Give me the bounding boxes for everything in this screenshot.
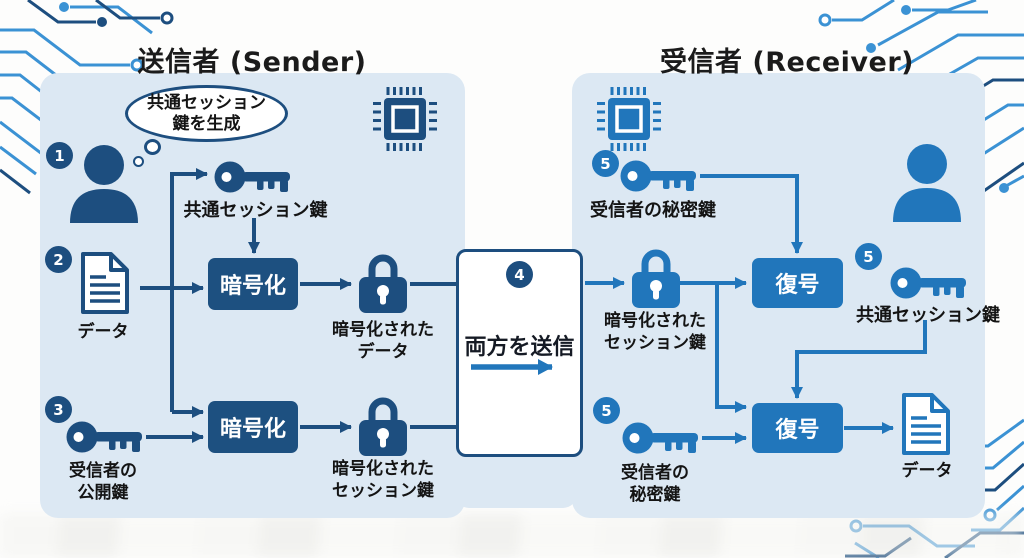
plain-data-document-icon	[81, 252, 129, 314]
sender-title: 送信者 (Sender)	[137, 47, 367, 78]
step-badge-1: 1	[46, 142, 73, 169]
thought-bubble: 共通セッション 鍵を生成	[125, 85, 288, 142]
bubble-line1: 共通セッション	[147, 92, 266, 113]
receiver-private-key-top-label: 受信者の秘密鍵	[590, 200, 716, 221]
decrypt-box-data: 復号	[752, 403, 843, 453]
sender-person-icon	[70, 145, 138, 223]
sender-chip-icon	[373, 87, 437, 151]
received-session-key-lock-icon	[632, 249, 680, 308]
encrypted-session-key-label-receiver: 暗号化された セッション鍵	[604, 311, 706, 353]
receiver-person-icon	[893, 144, 961, 222]
transfer-arrow	[471, 359, 553, 375]
decrypted-session-key-icon	[890, 267, 966, 299]
session-key-label: 共通セッション鍵	[183, 200, 328, 221]
step-badge-5-private-top: 5	[592, 150, 619, 177]
circuit-decoration-top-right	[818, 0, 1024, 195]
step-badge-2: 2	[45, 246, 72, 273]
receiver-private-key-bottom-label: 受信者の 秘密鍵	[621, 463, 689, 505]
session-key-icon	[214, 161, 290, 193]
encrypted-data-label: 暗号化された データ	[332, 320, 434, 362]
receiver-title: 受信者 (Receiver)	[660, 47, 914, 78]
receiver-public-key-icon	[66, 421, 142, 453]
session-key-label-receiver: 共通セッション鍵	[856, 305, 1000, 326]
encrypt-box-data: 暗号化	[208, 258, 298, 310]
receiver-private-key-bottom-icon	[622, 422, 698, 454]
encrypted-data-lock-icon	[359, 254, 407, 313]
receiver-chip-icon	[597, 87, 661, 151]
receiver-public-key-label: 受信者の 公開鍵	[69, 461, 137, 503]
thought-bubble-dot-small	[133, 156, 144, 167]
receiver-private-key-top-icon	[620, 160, 696, 192]
thought-bubble-dot-large	[144, 139, 161, 155]
encrypted-session-key-lock-icon	[359, 397, 407, 456]
encrypt-box-session-key: 暗号化	[208, 401, 298, 453]
decrypt-box-session-key: 復号	[752, 258, 843, 308]
transfer-box: 4 両方を送信	[456, 249, 583, 457]
data-label-receiver: データ	[901, 461, 953, 481]
step-badge-5-private-bottom: 5	[593, 397, 620, 424]
transfer-label: 両方を送信	[464, 335, 575, 360]
encrypted-session-key-label-sender: 暗号化された セッション鍵	[332, 459, 434, 501]
data-label-sender: データ	[77, 322, 129, 342]
decrypted-data-document-icon	[902, 393, 950, 455]
step-badge-5-session: 5	[855, 243, 882, 270]
step-badge-3: 3	[45, 396, 72, 423]
step-badge-4: 4	[506, 261, 533, 288]
bottom-texture	[0, 513, 1024, 558]
bubble-line2: 鍵を生成	[172, 113, 241, 134]
